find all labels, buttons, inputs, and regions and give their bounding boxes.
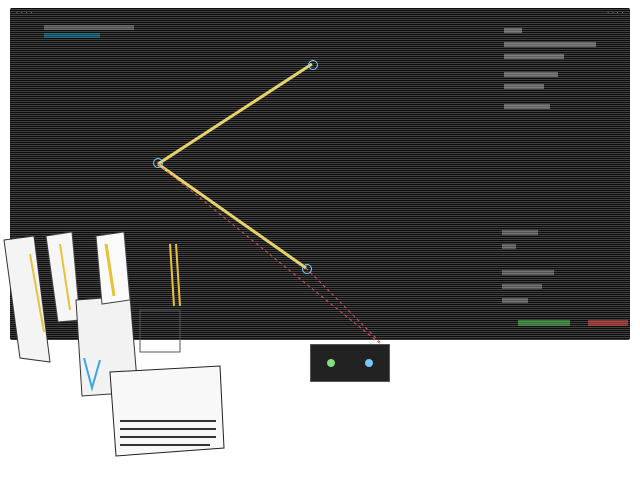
blue-check-mark [83,357,101,392]
instrument-panel-4 [95,231,131,305]
device-right-led [365,359,373,367]
status-bar [518,320,628,326]
hud-info-block [44,22,144,72]
rp-line-4 [504,72,558,77]
key-row-1 [120,420,216,422]
node-bottom-center[interactable] [302,264,312,274]
left-instrument-cluster [3,231,225,457]
edge-bottom-to-device [305,267,389,351]
center-device [139,309,181,353]
rp-line-6 [504,104,550,109]
hud-line-2 [44,33,100,38]
rp-line-1 [504,28,522,33]
legend-row-5 [502,298,528,303]
hardware-device [310,344,390,382]
instrument-panel-1 [3,235,51,363]
legend-row-1 [502,230,538,235]
node-center-left[interactable] [153,158,163,168]
rp-line-5 [504,84,544,89]
instrument-stroke-4 [169,243,175,307]
instrument-stroke-3 [104,243,116,297]
status-error-segment [588,320,628,326]
key-row-4 [120,444,210,446]
legend-row-3 [502,270,554,275]
status-ok-segment [518,320,570,326]
instrument-stroke-2 [59,243,71,311]
keyboard-keys [120,420,216,446]
keyboard-panel [109,365,225,457]
edge-center-to-top [157,62,313,166]
rp-line-3 [504,54,564,59]
edge-center-to-device [157,163,389,351]
legend-row-2 [502,244,516,249]
node-top-right[interactable] [308,60,318,70]
instrument-panel-2 [45,231,81,323]
legend-block [502,230,592,330]
top-right-indicator: · · · · [607,10,624,17]
top-left-indicator: · · · · [16,10,33,17]
key-row-3 [120,436,216,438]
instrument-stroke-1 [29,253,45,333]
key-row-2 [120,428,216,430]
device-left-led [327,359,335,367]
legend-row-4 [502,284,542,289]
right-info-panel [504,22,604,122]
edge-center-to-bottom [157,162,307,270]
hud-line-1 [44,25,134,30]
instrument-stroke-5 [175,243,181,307]
rp-line-2 [504,42,596,47]
